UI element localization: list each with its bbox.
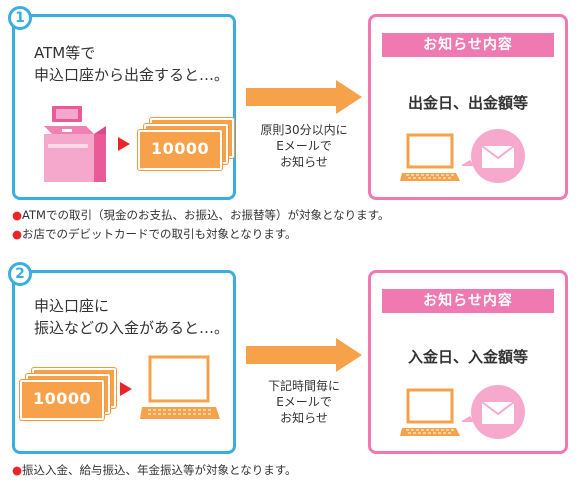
- laptop-icon: [140, 355, 220, 419]
- section1-description: ATM等で 申込口座から出金すると…。: [34, 44, 230, 84]
- arrow-right-icon: [246, 80, 362, 114]
- arrow-right-icon: [118, 137, 130, 151]
- bills-icon: 10000: [138, 118, 234, 170]
- section1-notice-header: お知らせ内容: [382, 33, 554, 57]
- mail-bubble-icon: [462, 129, 525, 183]
- bullet-icon: ●: [12, 227, 23, 241]
- mail-bubble-icon: [462, 385, 525, 439]
- section2-arrow-text: 下記時間毎に Eメールで お知らせ: [267, 379, 340, 425]
- section1-note-1: ●ATMでの取引（現金のお支払、お振込、お振替等）が対象となります。: [12, 208, 390, 222]
- section2-note-1: ●振込入金、給与振込、年金振込等が対象となります。: [12, 463, 297, 477]
- bullet-icon: ●: [12, 463, 23, 477]
- arrow-right-icon: [120, 382, 132, 396]
- section2-number-badge: 2: [8, 262, 32, 286]
- bullet-icon: ●: [12, 208, 23, 222]
- section1-arrow-text: 原則30分以内に Eメールで お知らせ: [260, 123, 348, 169]
- bill-amount: 10000: [33, 389, 92, 408]
- section2-notice-value: 入金日、入金額等: [407, 348, 528, 366]
- section1-note-2: ●お店でのデビットカードでの取引も対象となります。: [12, 227, 297, 241]
- atm-icon: [44, 106, 106, 182]
- arrow-right-icon: [246, 338, 362, 372]
- laptop-icon: [400, 133, 460, 181]
- laptop-icon: [400, 388, 460, 436]
- section2-description: 申込口座に 振込などの入金があると…。: [34, 297, 230, 337]
- bill-amount: 10000: [151, 139, 210, 158]
- section1-notice-value: 出金日、出金額等: [407, 94, 528, 112]
- bills-icon: 10000: [20, 368, 116, 420]
- section2-notice-header: お知らせ内容: [382, 289, 554, 313]
- section1-number-badge: 1: [8, 6, 32, 30]
